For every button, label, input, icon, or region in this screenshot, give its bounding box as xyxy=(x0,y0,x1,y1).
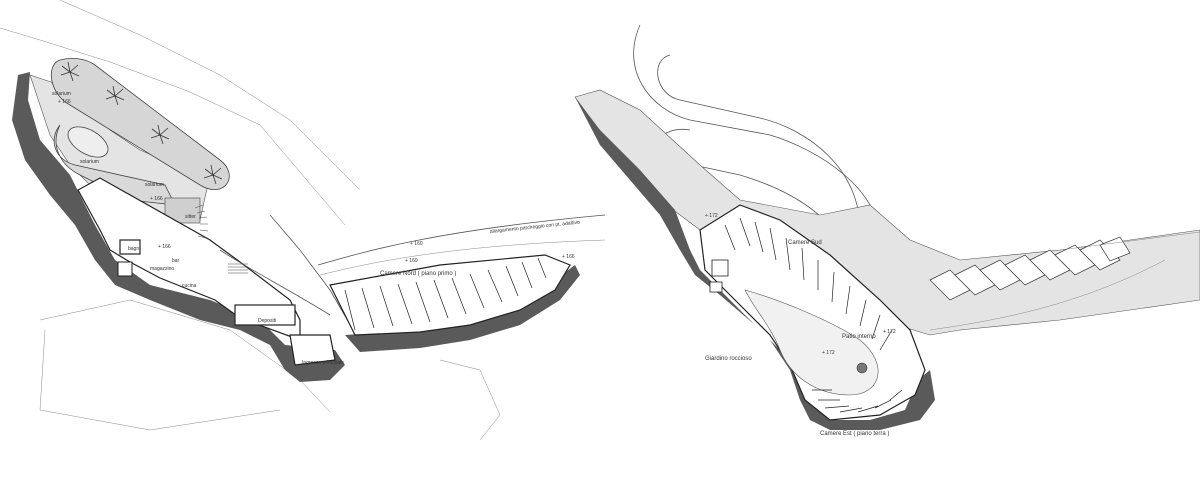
road-centerline xyxy=(269,214,353,329)
upper-road-inner xyxy=(319,239,606,276)
label-cucina: cucina xyxy=(182,283,197,289)
label-magazzino: magazzino xyxy=(150,266,174,272)
lower-path-right xyxy=(929,259,1166,331)
palm-tree-icon xyxy=(203,164,223,185)
upper-road xyxy=(317,214,606,266)
terrain-contour-b xyxy=(39,329,281,431)
stairs-ring xyxy=(194,204,209,239)
palm-tree-icon xyxy=(150,124,170,145)
bagni-room xyxy=(119,239,141,255)
label-camere-sud: Camere Sud xyxy=(788,240,822,246)
label-giardino: Giardino roccioso xyxy=(705,356,752,362)
label-elevation: + 166 xyxy=(58,99,71,105)
road-left-edge xyxy=(219,249,331,316)
road-edge-outer xyxy=(59,0,361,191)
terrain-contour-a xyxy=(39,299,331,413)
room-partitions-north xyxy=(344,257,547,331)
label-bar: bar xyxy=(172,258,180,264)
label-elevation: + 166 xyxy=(562,254,575,260)
room-partitions-radial xyxy=(724,217,903,413)
label-sitter: sitter xyxy=(185,214,196,220)
solarium-lower xyxy=(53,124,176,206)
patio-interno xyxy=(744,289,879,396)
road-switchback-inner xyxy=(657,54,861,231)
label-solarium: solarium xyxy=(52,91,71,97)
label-elevation: + 166 xyxy=(158,244,171,250)
stepped-terraces xyxy=(929,236,1131,301)
tree-icon xyxy=(856,362,868,374)
label-solarium: solarium xyxy=(145,182,164,188)
label-patio: Patio interno xyxy=(842,334,876,340)
label-parcheggio: allargamento parcheggio con pt. adattivo xyxy=(490,220,581,235)
depositi-room xyxy=(234,304,296,326)
palm-tree-icon xyxy=(60,61,80,82)
palm-tree-icon xyxy=(105,85,125,106)
label-camere-est: Camere Est ( piano terra ) xyxy=(820,431,889,437)
label-solarium: solarium xyxy=(80,159,99,165)
label-depositi: Depositi xyxy=(258,318,276,324)
label-bagni: bagni xyxy=(128,246,140,252)
plan-right: + 172 Camere Sud Patio interno + 172 + 1… xyxy=(574,24,1200,437)
cliff-shadow-right xyxy=(345,265,580,352)
label-elevation: + 172 xyxy=(705,213,718,219)
plan-left: solarium + 166 solarium solarium + 166 s… xyxy=(0,0,606,441)
stairs-left xyxy=(228,263,248,274)
building-main-left xyxy=(77,177,301,341)
solarium-oval xyxy=(67,126,109,158)
terrain-contour-c xyxy=(439,359,501,441)
road-switchback xyxy=(633,24,881,241)
label-elevation: + 172 xyxy=(883,329,896,335)
solarium-upper xyxy=(51,58,230,190)
building-entrance-block xyxy=(289,334,336,366)
building-north-rooms xyxy=(329,254,571,336)
label-camere-nord: Camere Nord ( piano primo ) xyxy=(380,271,456,277)
stair-core xyxy=(117,261,133,277)
label-ingresso: Ingresso principale xyxy=(302,360,344,366)
label-elevation: + 169 xyxy=(405,258,418,264)
label-elevation: + 172 xyxy=(822,350,835,356)
upper-road-right xyxy=(1059,231,1200,251)
road-edge-upper xyxy=(0,27,346,226)
label-elevation: + 166 xyxy=(150,196,163,202)
label-elevation: + 160 xyxy=(410,241,423,247)
stair-core-right xyxy=(709,259,729,293)
